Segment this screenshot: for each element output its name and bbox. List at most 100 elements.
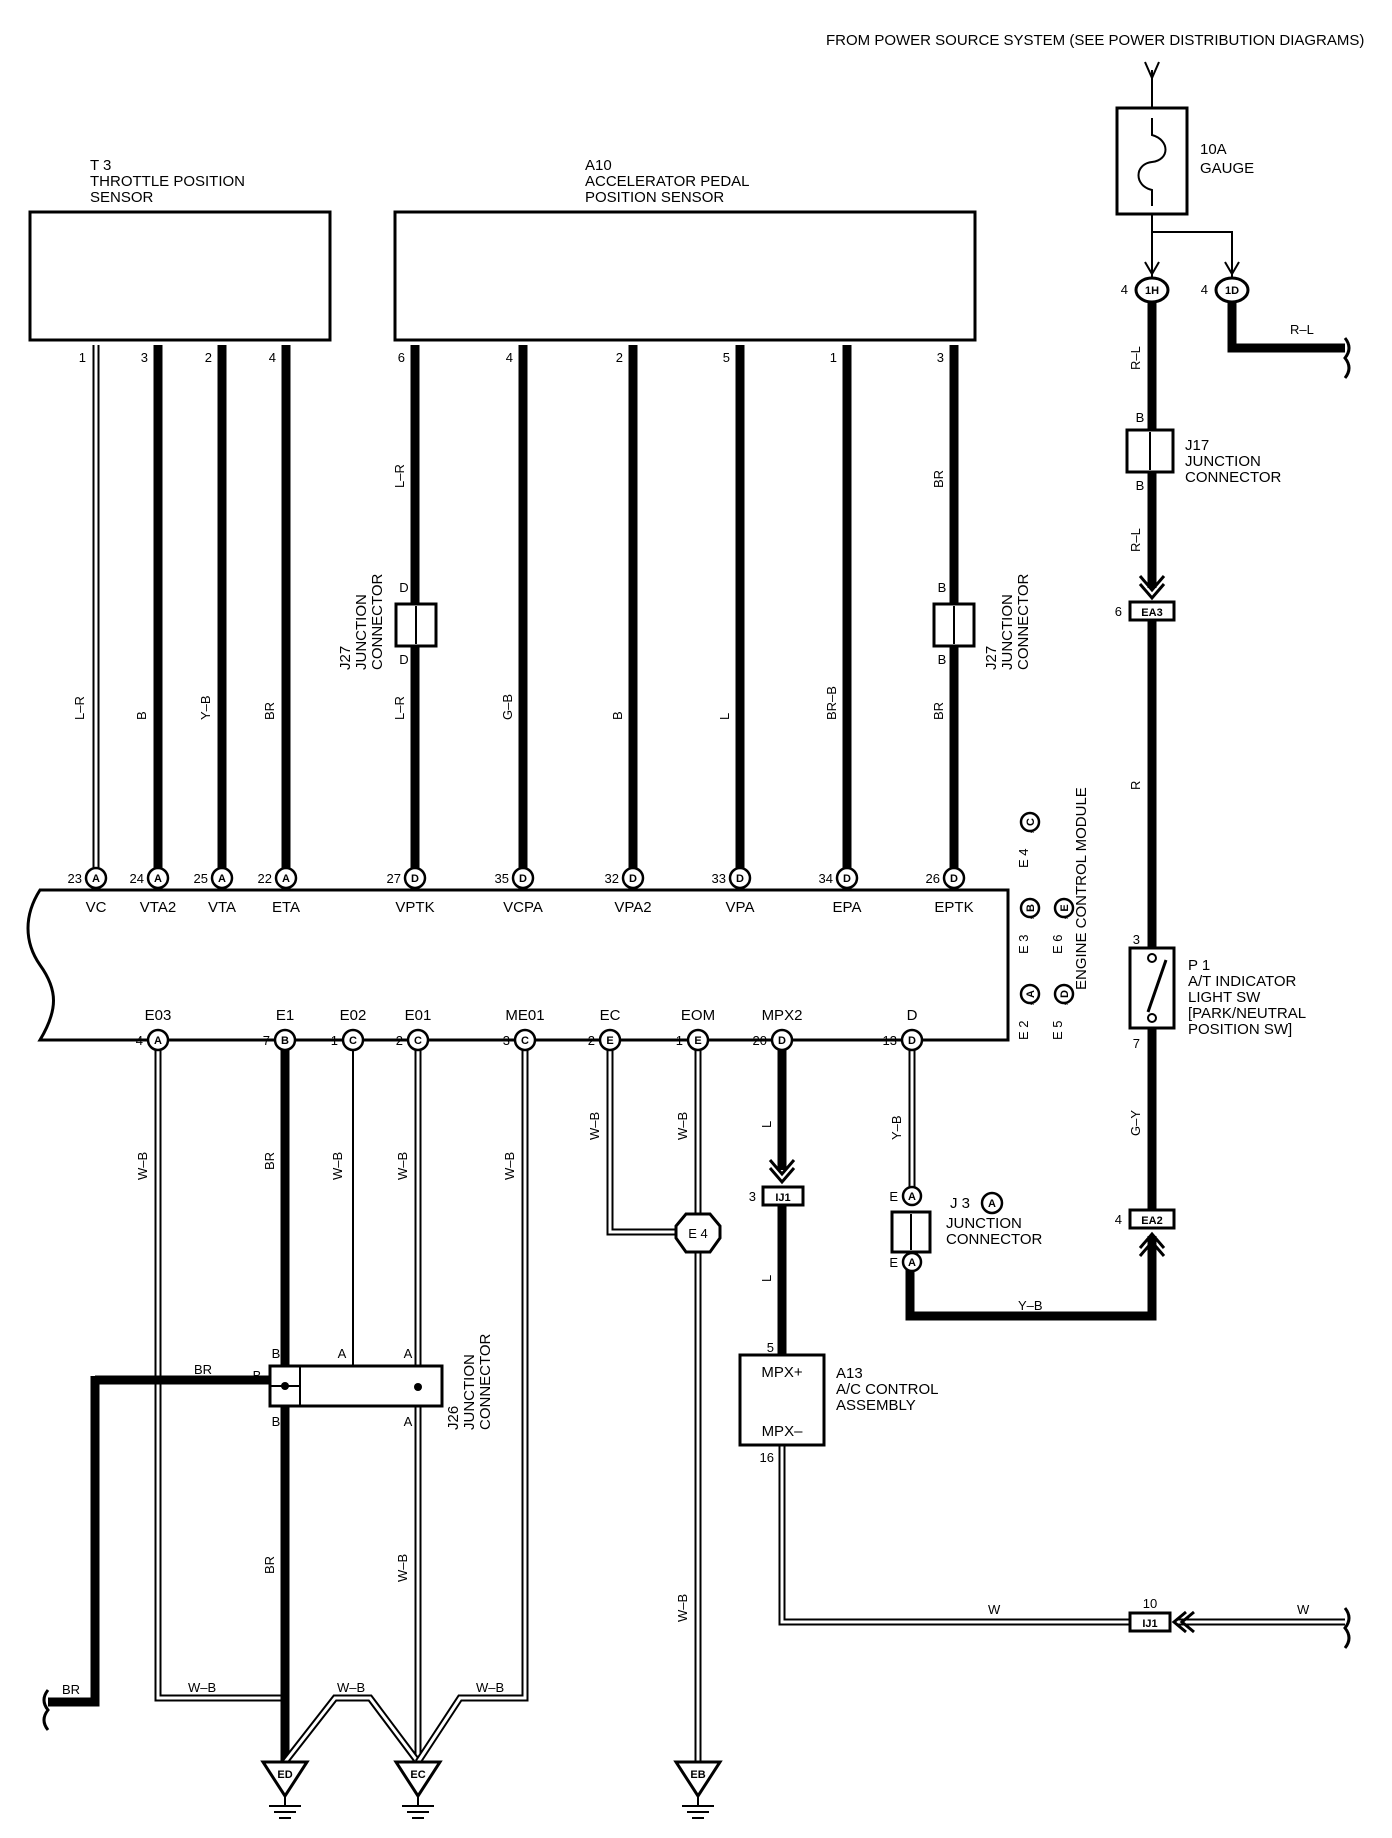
svg-text:W–B: W–B bbox=[587, 1112, 602, 1140]
svg-text:BR: BR bbox=[262, 1152, 277, 1170]
svg-text:T 3: T 3 bbox=[90, 157, 111, 174]
svg-text:E: E bbox=[694, 1035, 701, 1047]
svg-text:E: E bbox=[889, 1255, 898, 1270]
junction-j3: A E A E J 3 A JUNCTION CONNECTOR bbox=[889, 1185, 1043, 1273]
svg-text:4: 4 bbox=[136, 1033, 143, 1048]
svg-text:J27: J27 bbox=[337, 646, 354, 670]
fuse-rating: 10A bbox=[1200, 141, 1227, 158]
svg-text:W–B: W–B bbox=[395, 1554, 410, 1582]
svg-text:A/C CONTROL: A/C CONTROL bbox=[836, 1381, 939, 1398]
connector-ea2: EA2 4 bbox=[1115, 1208, 1176, 1257]
power-arrow-icon bbox=[1144, 61, 1160, 81]
svg-text:R–L: R–L bbox=[1128, 528, 1143, 552]
fuse-icon bbox=[1137, 118, 1167, 206]
svg-text:CONNECTOR: CONNECTOR bbox=[1185, 469, 1282, 486]
svg-text:W–B: W–B bbox=[675, 1594, 690, 1622]
svg-text:A: A bbox=[404, 1414, 413, 1429]
svg-text:W–B: W–B bbox=[675, 1112, 690, 1140]
svg-text:4: 4 bbox=[1115, 1212, 1122, 1227]
svg-text:Y–B: Y–B bbox=[198, 695, 213, 720]
svg-text:4: 4 bbox=[1201, 282, 1208, 297]
svg-text:D: D bbox=[736, 873, 744, 885]
svg-text:R: R bbox=[1128, 781, 1143, 790]
ground-ec: EC bbox=[393, 1760, 443, 1819]
svg-text:D: D bbox=[843, 873, 851, 885]
svg-text:W–B: W–B bbox=[395, 1152, 410, 1180]
svg-text:ACCELERATOR PEDAL: ACCELERATOR PEDAL bbox=[585, 173, 750, 190]
svg-text:CONNECTOR: CONNECTOR bbox=[1015, 573, 1032, 670]
svg-text:6: 6 bbox=[398, 350, 405, 365]
svg-text:IJ1: IJ1 bbox=[1142, 1618, 1157, 1630]
svg-text:32: 32 bbox=[605, 871, 619, 886]
svg-text:R–L: R–L bbox=[1290, 322, 1314, 337]
wire-mpx-minus bbox=[778, 1445, 1130, 1626]
svg-text:E 4: E 4 bbox=[688, 1226, 708, 1241]
svg-text:G–Y: G–Y bbox=[1128, 1110, 1143, 1136]
svg-text:1: 1 bbox=[79, 350, 86, 365]
svg-text:E 5: E 5 bbox=[1050, 1020, 1065, 1040]
svg-text:W–B: W–B bbox=[330, 1152, 345, 1180]
svg-text:A: A bbox=[154, 1035, 162, 1047]
junction-j27-right: B B J27 JUNCTION CONNECTOR bbox=[932, 573, 1032, 670]
svg-text:ME01: ME01 bbox=[505, 1007, 544, 1024]
connector-1d: 1D 4 bbox=[1201, 261, 1250, 304]
svg-text:ETA: ETA bbox=[272, 899, 300, 916]
svg-text:W: W bbox=[1297, 1602, 1310, 1617]
svg-text:L: L bbox=[759, 1275, 774, 1282]
svg-text:A: A bbox=[1025, 990, 1037, 998]
svg-text:G–B: G–B bbox=[500, 694, 515, 720]
svg-text:EA3: EA3 bbox=[1141, 607, 1162, 619]
svg-text:CONNECTOR: CONNECTOR bbox=[369, 573, 386, 670]
svg-text:D: D bbox=[399, 652, 408, 667]
junction-j17: B B J17 JUNCTION CONNECTOR bbox=[1125, 410, 1282, 493]
wire-yb-bottom bbox=[905, 1236, 1157, 1321]
svg-text:B: B bbox=[272, 1414, 281, 1429]
svg-text:B: B bbox=[938, 652, 947, 667]
svg-text:MPX+: MPX+ bbox=[761, 1364, 803, 1381]
svg-text:SENSOR: SENSOR bbox=[90, 189, 154, 206]
wire-e03 bbox=[154, 1042, 289, 1762]
svg-text:20: 20 bbox=[753, 1033, 767, 1048]
svg-text:MPX–: MPX– bbox=[762, 1423, 804, 1440]
svg-text:24: 24 bbox=[130, 871, 144, 886]
svg-text:B: B bbox=[253, 1368, 262, 1383]
svg-text:BR: BR bbox=[262, 1556, 277, 1574]
svg-text:A10: A10 bbox=[585, 157, 612, 174]
svg-text:J27: J27 bbox=[983, 646, 1000, 670]
svg-text:A: A bbox=[92, 873, 100, 885]
sensor-a10: A10 ACCELERATOR PEDAL POSITION SENSOR 6 … bbox=[393, 157, 977, 365]
svg-text:3: 3 bbox=[937, 350, 944, 365]
svg-text:EC: EC bbox=[410, 1769, 425, 1781]
svg-text:A: A bbox=[218, 873, 226, 885]
sensor-t3: T 3 THROTTLE POSITION SENSOR 1 3 2 4 bbox=[28, 157, 332, 365]
svg-text:W–B: W–B bbox=[502, 1152, 517, 1180]
svg-text:B: B bbox=[938, 580, 947, 595]
svg-text:B: B bbox=[610, 711, 625, 720]
svg-text:3: 3 bbox=[141, 350, 148, 365]
svg-text:Y–B: Y–B bbox=[1018, 1298, 1043, 1313]
svg-text:D: D bbox=[778, 1035, 786, 1047]
svg-text:VPA2: VPA2 bbox=[614, 899, 651, 916]
svg-text:B: B bbox=[281, 1035, 289, 1047]
svg-text:6: 6 bbox=[1115, 604, 1122, 619]
fuse-gauge: 10A GAUGE bbox=[1115, 106, 1254, 216]
svg-text:4: 4 bbox=[506, 350, 513, 365]
svg-text:E02: E02 bbox=[340, 1007, 367, 1024]
svg-text:B: B bbox=[134, 711, 149, 720]
svg-text:EPA: EPA bbox=[833, 899, 862, 916]
svg-text:3: 3 bbox=[749, 1189, 756, 1204]
svg-text:,: , bbox=[1020, 1002, 1035, 1006]
svg-text:EC: EC bbox=[600, 1007, 621, 1024]
junction-j27-left: D D J27 JUNCTION CONNECTOR bbox=[337, 573, 438, 670]
svg-text:22: 22 bbox=[258, 871, 272, 886]
svg-text:W: W bbox=[988, 1602, 1001, 1617]
svg-text:BR: BR bbox=[194, 1362, 212, 1377]
